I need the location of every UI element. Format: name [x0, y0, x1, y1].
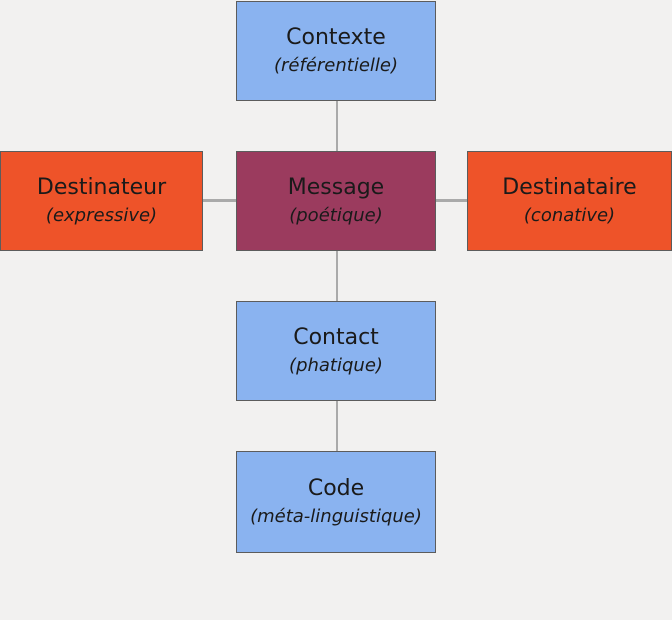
node-code: Code (méta-linguistique) [236, 451, 436, 553]
node-code-function: (méta-linguistique) [250, 506, 422, 527]
node-destinateur-label: Destinateur [36, 175, 167, 200]
connector-destinateur-message [202, 199, 238, 202]
node-destinataire-label: Destinataire [502, 175, 637, 200]
connector-contact-code [336, 400, 338, 452]
node-contexte-function: (référentielle) [273, 55, 399, 76]
node-destinataire: Destinataire (conative) [467, 151, 672, 251]
node-destinataire-function: (conative) [523, 205, 616, 226]
node-contact: Contact (phatique) [236, 301, 436, 401]
node-contexte-label: Contexte [286, 25, 386, 50]
connector-message-destinataire [435, 199, 468, 202]
node-message-label: Message [287, 175, 385, 200]
node-contact-label: Contact [293, 325, 379, 350]
connector-contexte-message [336, 100, 338, 152]
node-contact-function: (phatique) [289, 355, 383, 376]
node-contexte: Contexte (référentielle) [236, 1, 436, 101]
connector-message-contact [336, 250, 338, 302]
node-destinateur: Destinateur (expressive) [0, 151, 203, 251]
node-message: Message (poétique) [236, 151, 436, 251]
node-destinateur-function: (expressive) [45, 205, 158, 226]
node-code-label: Code [307, 476, 365, 501]
node-message-function: (poétique) [289, 205, 383, 226]
